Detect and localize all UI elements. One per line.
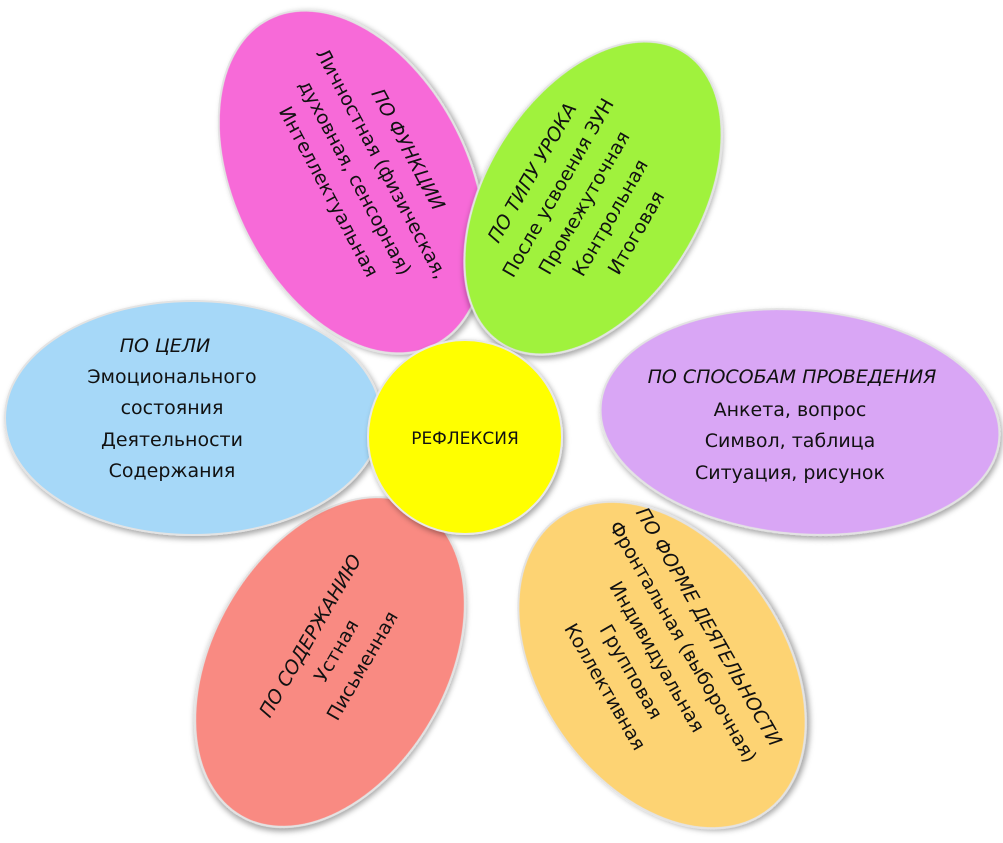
petal-method-title: ПО СПОСОБАМ ПРОВЕДЕНИЯ (648, 366, 937, 388)
petal-goal-title: ПО ЦЕЛИ (120, 335, 211, 357)
petal-goal-line: Содержания (109, 460, 236, 482)
petal-activity-form-shape (517, 500, 807, 830)
center-node: РЕФЛЕКСИЯ (367, 339, 563, 535)
center-label: РЕФЛЕКСИЯ (411, 429, 519, 449)
petal-content: ПО СОДЕРЖАНИЮ Устная Письменная (194, 496, 466, 828)
petal-activity-form: ПО ФОРМЕ ДЕЯТЕЛЬНОСТИ Фронтальная (выбор… (517, 500, 807, 830)
petal-goal-line: Деятельности (101, 429, 243, 451)
center-circle (367, 339, 563, 535)
petal-method: ПО СПОСОБАМ ПРОВЕДЕНИЯ Анкета, вопрос Си… (599, 308, 1001, 536)
petal-goal-line: состояния (121, 397, 224, 419)
petal-method-line: Анкета, вопрос (714, 399, 867, 421)
petal-lesson-type: ПО ТИПУ УРОКА После усвоения ЗУН Промежу… (463, 40, 723, 356)
petal-method-shape (599, 308, 1001, 536)
petal-goal-line: Эмоционального (87, 366, 256, 388)
petal-method-line: Ситуация, рисунок (695, 462, 885, 484)
petal-function: ПО ФУНКЦИИ Личностная (физическая, духов… (217, 9, 487, 355)
petal-method-line: Символ, таблица (705, 430, 876, 452)
petal-lesson-type-shape (463, 40, 723, 356)
petal-goal: ПО ЦЕЛИ Эмоционального состояния Деятель… (4, 300, 382, 536)
